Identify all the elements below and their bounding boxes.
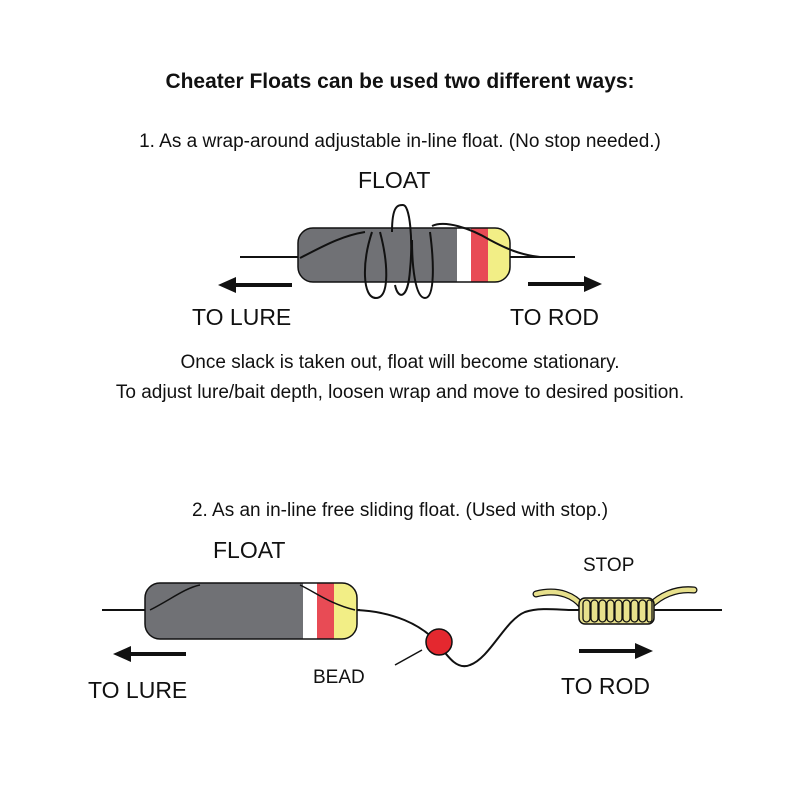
diagram-title: Cheater Floats can be used two different… [165, 70, 635, 93]
method2-heading: 2. As an in-line free sliding float. (Us… [191, 500, 609, 521]
method1-heading: 1. As a wrap-around adjustable in-line f… [139, 131, 661, 152]
method2-bead [425, 628, 453, 656]
method1-illustration [218, 203, 602, 300]
arrow-right-icon [579, 643, 653, 659]
method2-stop-label: STOP [583, 555, 635, 576]
method2-float [145, 583, 357, 639]
method2-float-white-band [303, 583, 317, 639]
method1-note-line2: To adjust lure/bait depth, loosen wrap a… [115, 382, 685, 403]
method1-float-red-band [471, 228, 488, 282]
method1-note-line1: Once slack is taken out, float will beco… [180, 352, 620, 373]
method2-to-lure-label: TO LURE [88, 677, 188, 703]
method1-float-outline [297, 227, 511, 283]
method1-float [298, 228, 510, 282]
method1-to-lure-label: TO LURE [192, 304, 292, 330]
method2-float-red-band [317, 583, 334, 639]
method1-float-label: FLOAT [358, 167, 431, 193]
method1-wrap-loop1 [364, 231, 388, 300]
method2-stop-knot [532, 586, 698, 625]
method2-bead-label: BEAD [313, 667, 365, 688]
method2-illustration [102, 582, 722, 668]
method2-float-label: FLOAT [213, 537, 286, 563]
method1-wrap-loop2 [391, 203, 413, 296]
arrow-left-icon [218, 277, 292, 293]
method2-line-to-stop [356, 608, 571, 668]
method1-float-white-band [457, 228, 471, 282]
method1-float-yellow-tip [488, 228, 510, 282]
arrow-right-icon [528, 276, 602, 292]
method2-to-rod-label: TO ROD [561, 673, 651, 699]
method2-float-yellow-tip [334, 583, 357, 639]
arrow-left-icon [113, 646, 186, 662]
method1-wrap-loop3 [411, 231, 434, 300]
method1-to-rod-label: TO ROD [510, 304, 600, 330]
method1-line-exit [431, 222, 541, 258]
bead-pointer-line [394, 649, 423, 666]
